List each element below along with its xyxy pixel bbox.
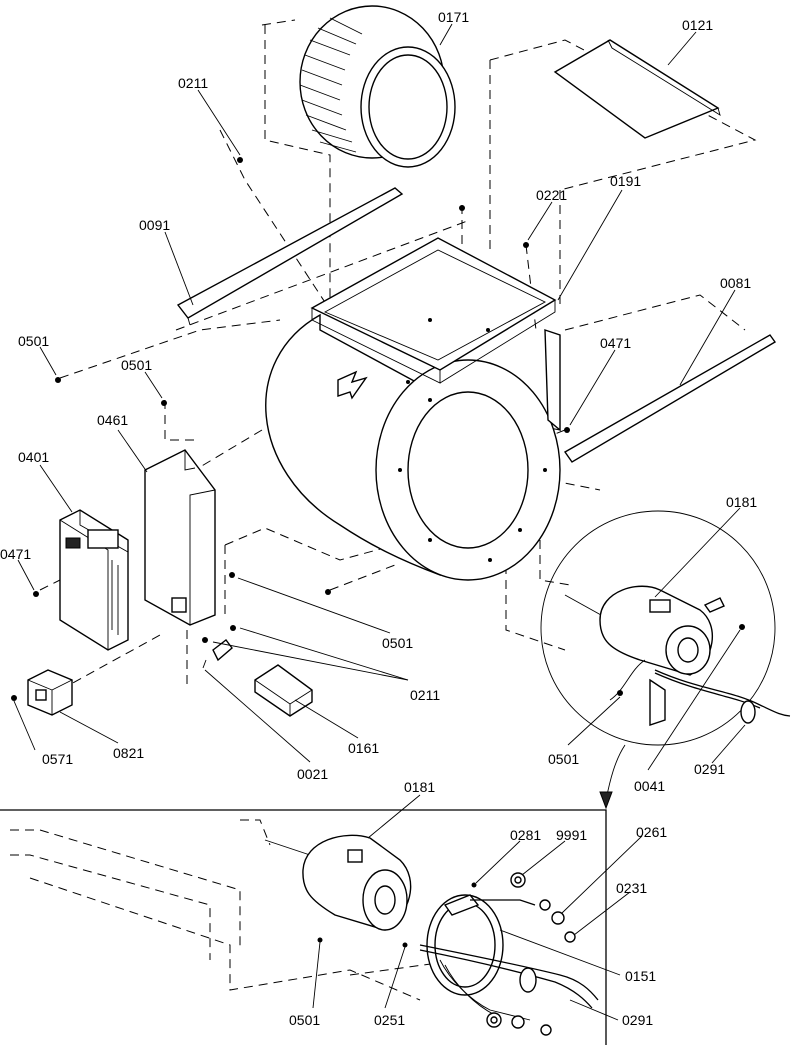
label-0571: 0571 bbox=[42, 751, 73, 767]
capacitor-bracket bbox=[202, 639, 233, 669]
transformer bbox=[27, 669, 73, 716]
belly-band-assembly bbox=[419, 894, 599, 1036]
label-0021: 0021 bbox=[297, 766, 328, 782]
left-rail bbox=[176, 187, 404, 326]
label-0471-a: 0471 bbox=[600, 335, 631, 351]
label-0501-b: 0501 bbox=[121, 357, 152, 373]
label-0471-b: 0471 bbox=[0, 546, 31, 562]
lower-section-frame bbox=[0, 809, 607, 1045]
lower-motor bbox=[264, 834, 412, 931]
label-0291-b: 0291 bbox=[622, 1012, 653, 1028]
label-0231: 0231 bbox=[616, 880, 647, 896]
label-9991: 9991 bbox=[556, 827, 587, 843]
label-0501-e: 0501 bbox=[289, 1012, 320, 1028]
blower-housing bbox=[265, 237, 561, 581]
label-0181-a: 0181 bbox=[726, 494, 757, 510]
label-0821: 0821 bbox=[113, 745, 144, 761]
label-0221: 0221 bbox=[536, 187, 567, 203]
control-board bbox=[59, 509, 129, 651]
label-0211-top: 0211 bbox=[178, 75, 208, 91]
label-0121: 0121 bbox=[682, 17, 713, 33]
label-0091: 0091 bbox=[139, 217, 170, 233]
label-0191: 0191 bbox=[610, 173, 641, 189]
label-0501-d: 0501 bbox=[548, 751, 579, 767]
top-panel bbox=[553, 39, 721, 139]
part-labels: 0171 0121 0211 0221 0191 0091 0081 0501 … bbox=[0, 9, 757, 1028]
label-0461: 0461 bbox=[97, 412, 128, 428]
label-0171: 0171 bbox=[438, 9, 469, 25]
label-0181-b: 0181 bbox=[404, 779, 435, 795]
lower-hardware bbox=[317, 872, 576, 948]
label-0281: 0281 bbox=[510, 827, 541, 843]
label-0501-a: 0501 bbox=[18, 333, 49, 349]
label-0041: 0041 bbox=[634, 778, 665, 794]
leader-lines bbox=[13, 23, 746, 1021]
label-0401: 0401 bbox=[18, 449, 49, 465]
label-0161: 0161 bbox=[348, 740, 379, 756]
blower-wheel bbox=[299, 5, 456, 168]
label-0261: 0261 bbox=[636, 824, 667, 840]
screws bbox=[11, 157, 745, 701]
right-rail bbox=[563, 334, 777, 463]
label-0081: 0081 bbox=[720, 275, 751, 291]
control-bracket bbox=[144, 449, 216, 626]
section-pointer bbox=[599, 744, 626, 810]
capacitor bbox=[254, 664, 313, 717]
label-0211-mid: 0211 bbox=[410, 687, 440, 703]
label-0151: 0151 bbox=[625, 968, 656, 984]
motor-detail-circle bbox=[540, 510, 791, 746]
label-0291-a: 0291 bbox=[694, 761, 725, 777]
label-0251: 0251 bbox=[374, 1012, 405, 1028]
label-0501-c: 0501 bbox=[382, 635, 413, 651]
